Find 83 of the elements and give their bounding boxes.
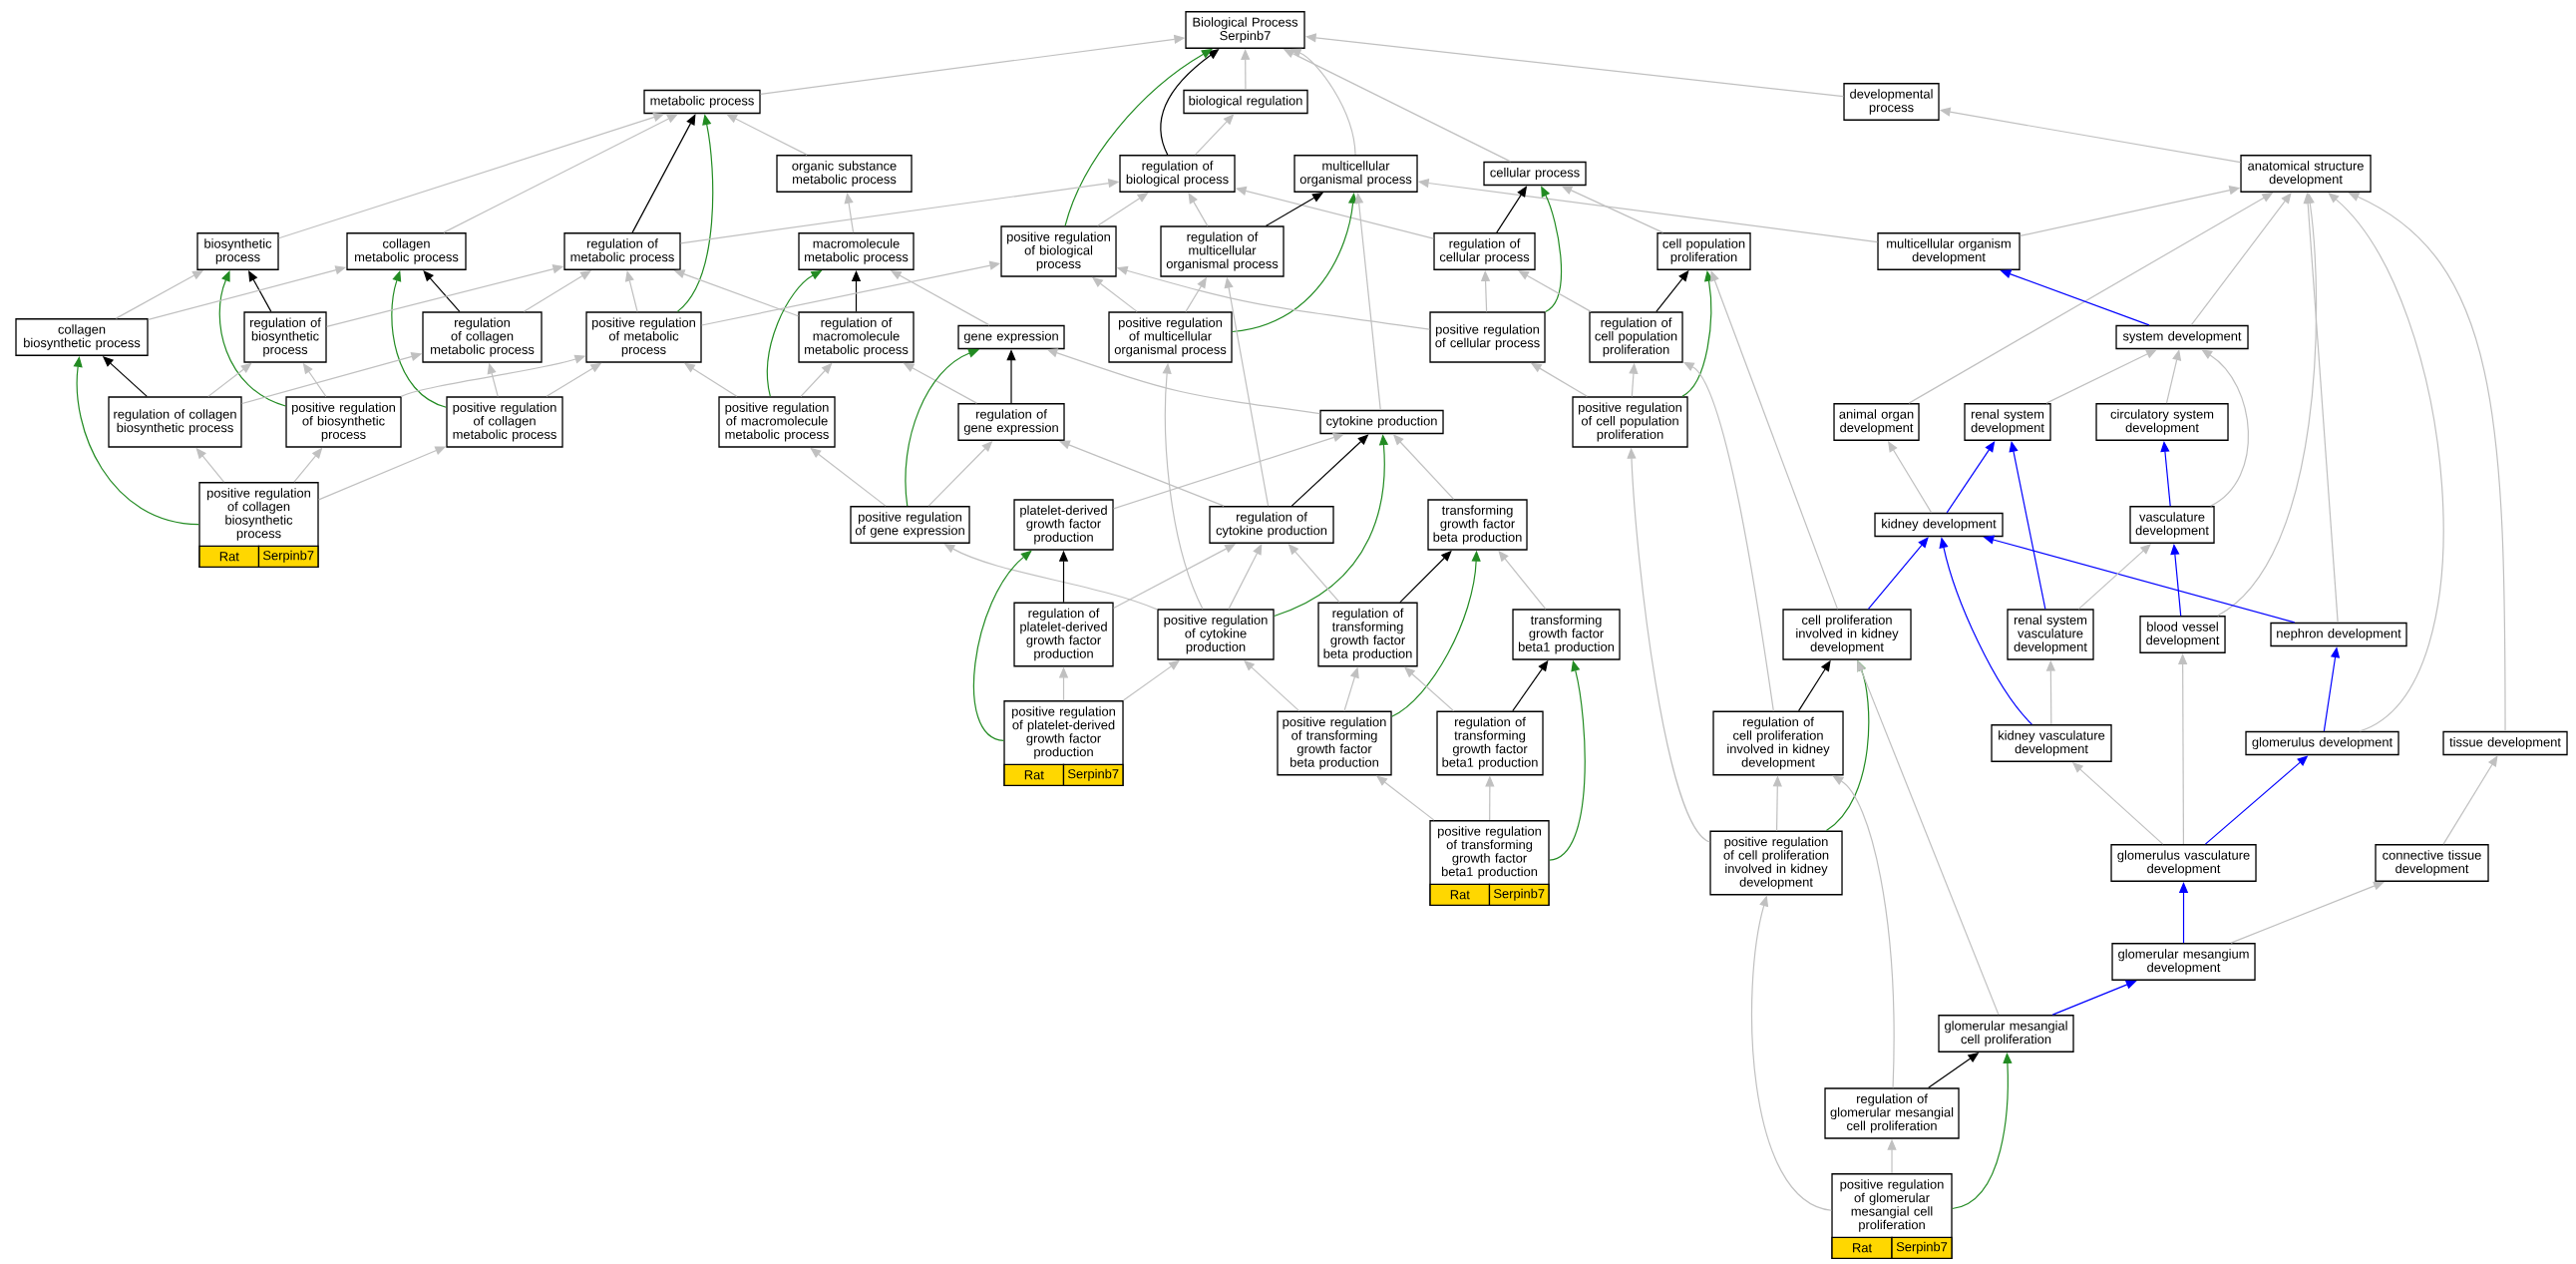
term-box: nephron development bbox=[2270, 622, 2407, 647]
term-box: Biological Process Serpinb7 bbox=[1185, 11, 1305, 49]
term-box: renal system development bbox=[1964, 403, 2051, 441]
term-box: regulation of cytokine production bbox=[1209, 506, 1334, 544]
term-box: positive regulation of transforming growth factor beta production bbox=[1277, 710, 1392, 776]
term-box: transforming growth factor beta production bbox=[1427, 499, 1528, 551]
term-box: tissue development bbox=[2442, 730, 2568, 756]
term-box: glomerulus vasculature development bbox=[2110, 844, 2257, 882]
term-box: developmental process bbox=[1843, 83, 1940, 121]
annotation-cell: Rat bbox=[1831, 1236, 1893, 1259]
term-box: positive regulation of macromolecule metabolic process bbox=[718, 396, 836, 448]
annotation-cell: Serpinb7 bbox=[1062, 763, 1124, 786]
term-box: biosynthetic process bbox=[196, 232, 279, 270]
arrow bbox=[1376, 775, 1435, 821]
arrow bbox=[2201, 349, 2249, 507]
term-box: collagen biosynthetic process bbox=[15, 318, 149, 356]
term-box: circulatory system development bbox=[2095, 403, 2229, 441]
term-box: regulation of biosynthetic process bbox=[243, 311, 327, 363]
term-box: organic substance metabolic process bbox=[776, 155, 913, 193]
annotation-cell: Serpinb7 bbox=[1488, 883, 1550, 906]
arrow bbox=[631, 114, 696, 233]
term-box: glomerular mesangium development bbox=[2111, 943, 2256, 981]
term-box: regulation of transforming growth factor beta production bbox=[1317, 602, 1418, 667]
arrow bbox=[2230, 881, 2385, 944]
term-box: regulation of collagen metabolic process bbox=[422, 311, 543, 363]
term-box: cell proliferation involved in kidney development bbox=[1782, 609, 1912, 660]
arrow bbox=[1113, 433, 1344, 510]
term-box: regulation of cell population proliferation bbox=[1589, 311, 1683, 363]
term-box: regulation of transforming growth factor beta1 production bbox=[1436, 710, 1544, 776]
term-box: kidney vasculature development bbox=[1991, 724, 2112, 762]
term-box: positive regulation of biosynthetic process bbox=[285, 396, 402, 448]
term-box: positive regulation of cellular process bbox=[1429, 311, 1546, 363]
term-box: regulation of macromolecule metabolic process bbox=[798, 311, 915, 363]
annotation-cell: Rat bbox=[1003, 763, 1065, 786]
term-box: vasculature development bbox=[2129, 506, 2215, 544]
term-box: positive regulation of multicellular organismal process bbox=[1108, 311, 1233, 363]
term-box: regulation of multicellular organismal process bbox=[1160, 225, 1285, 277]
term-box: metabolic process bbox=[643, 89, 761, 115]
term-box: regulation of gene expression bbox=[957, 403, 1065, 441]
arrow bbox=[2045, 349, 2157, 404]
term-box: animal organ development bbox=[1833, 403, 1920, 441]
term-box: regulation of cell proliferation involved in kidney development bbox=[1712, 710, 1844, 776]
term-box: gene expression bbox=[957, 324, 1065, 350]
term-box: kidney development bbox=[1874, 512, 2004, 538]
arrow bbox=[2442, 755, 2498, 845]
term-box: transforming growth factor beta1 production bbox=[1512, 609, 1621, 660]
term-box: glomerular mesangial cell proliferation bbox=[1938, 1015, 2074, 1053]
term-box: regulation of metabolic process bbox=[563, 232, 681, 270]
term-box: regulation of cellular process bbox=[1433, 232, 1536, 270]
term-box: positive regulation of gene expression bbox=[850, 506, 970, 544]
term-box: system development bbox=[2115, 324, 2249, 350]
annotation-cell: Serpinb7 bbox=[1891, 1236, 1953, 1259]
arrow bbox=[1867, 537, 1929, 610]
term-box: renal system vasculature development bbox=[2007, 609, 2094, 660]
annotation-cell: Rat bbox=[1429, 883, 1491, 906]
arrow bbox=[726, 114, 808, 156]
annotation-cell: Serpinb7 bbox=[257, 545, 319, 568]
term-box: connective tissue development bbox=[2375, 844, 2489, 882]
term-box: anatomical structure development bbox=[2240, 155, 2372, 193]
term-box: cytokine production bbox=[1319, 409, 1444, 435]
arrow bbox=[443, 114, 678, 233]
term-box: regulation of glomerular mesangial cell proliferation bbox=[1824, 1087, 1960, 1139]
term-box: cellular process bbox=[1483, 161, 1587, 187]
term-box: positive regulation of metabolic process bbox=[585, 311, 702, 363]
term-box: regulation of platelet-derived growth factor production bbox=[1013, 602, 1114, 667]
term-box: regulation of collagen biosynthetic process bbox=[108, 396, 242, 448]
term-box: cell population proliferation bbox=[1656, 232, 1751, 270]
term-box: positive regulation of collagen metabolic process bbox=[446, 396, 563, 448]
term-box: multicellular organism development bbox=[1877, 232, 2021, 270]
term-box: platelet-derived growth factor production bbox=[1013, 499, 1114, 551]
annotation-cell: Rat bbox=[198, 545, 260, 568]
term-box: macromolecule metabolic process bbox=[798, 232, 915, 270]
term-box: positive regulation of cytokine production bbox=[1157, 609, 1275, 660]
term-box: glomerulus development bbox=[2245, 730, 2399, 756]
term-box: blood vessel development bbox=[2139, 616, 2226, 653]
arrow bbox=[1832, 775, 1895, 1088]
term-box: positive regulation of cell proliferation involved in kidney development bbox=[1709, 830, 1843, 896]
term-box: multicellular organismal process bbox=[1293, 155, 1418, 193]
term-box: positive regulation of cell population proliferation bbox=[1572, 396, 1688, 448]
term-box: regulation of biological process bbox=[1119, 155, 1236, 193]
term-box: collagen metabolic process bbox=[346, 232, 467, 270]
term-box: positive regulation of biological process bbox=[1000, 225, 1117, 277]
term-box: biological regulation bbox=[1183, 89, 1308, 115]
